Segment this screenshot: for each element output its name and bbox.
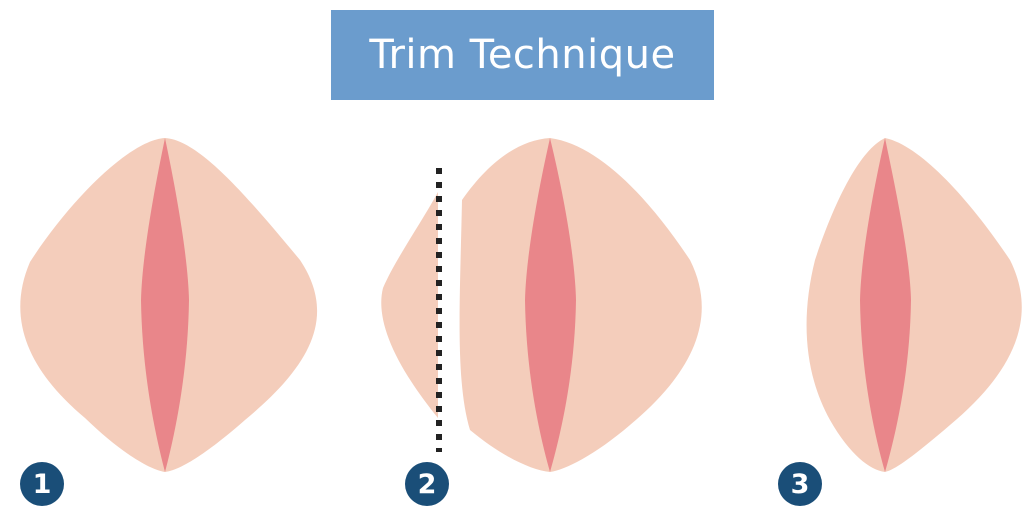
step-2-badge: 2 [405, 462, 449, 506]
step-3-number: 3 [791, 469, 810, 500]
step-1-number: 1 [33, 469, 52, 500]
step-1-illustration [20, 138, 317, 472]
step-3-badge: 3 [778, 462, 822, 506]
step-1-badge: 1 [20, 462, 64, 506]
step-3-illustration [807, 138, 1022, 472]
step-3-outer-shape [807, 138, 1022, 472]
step-2-outer-shape [460, 138, 702, 472]
step-2-illustration [381, 138, 701, 472]
step-2-trimmed-portion [381, 192, 438, 418]
step-2-number: 2 [418, 469, 437, 500]
